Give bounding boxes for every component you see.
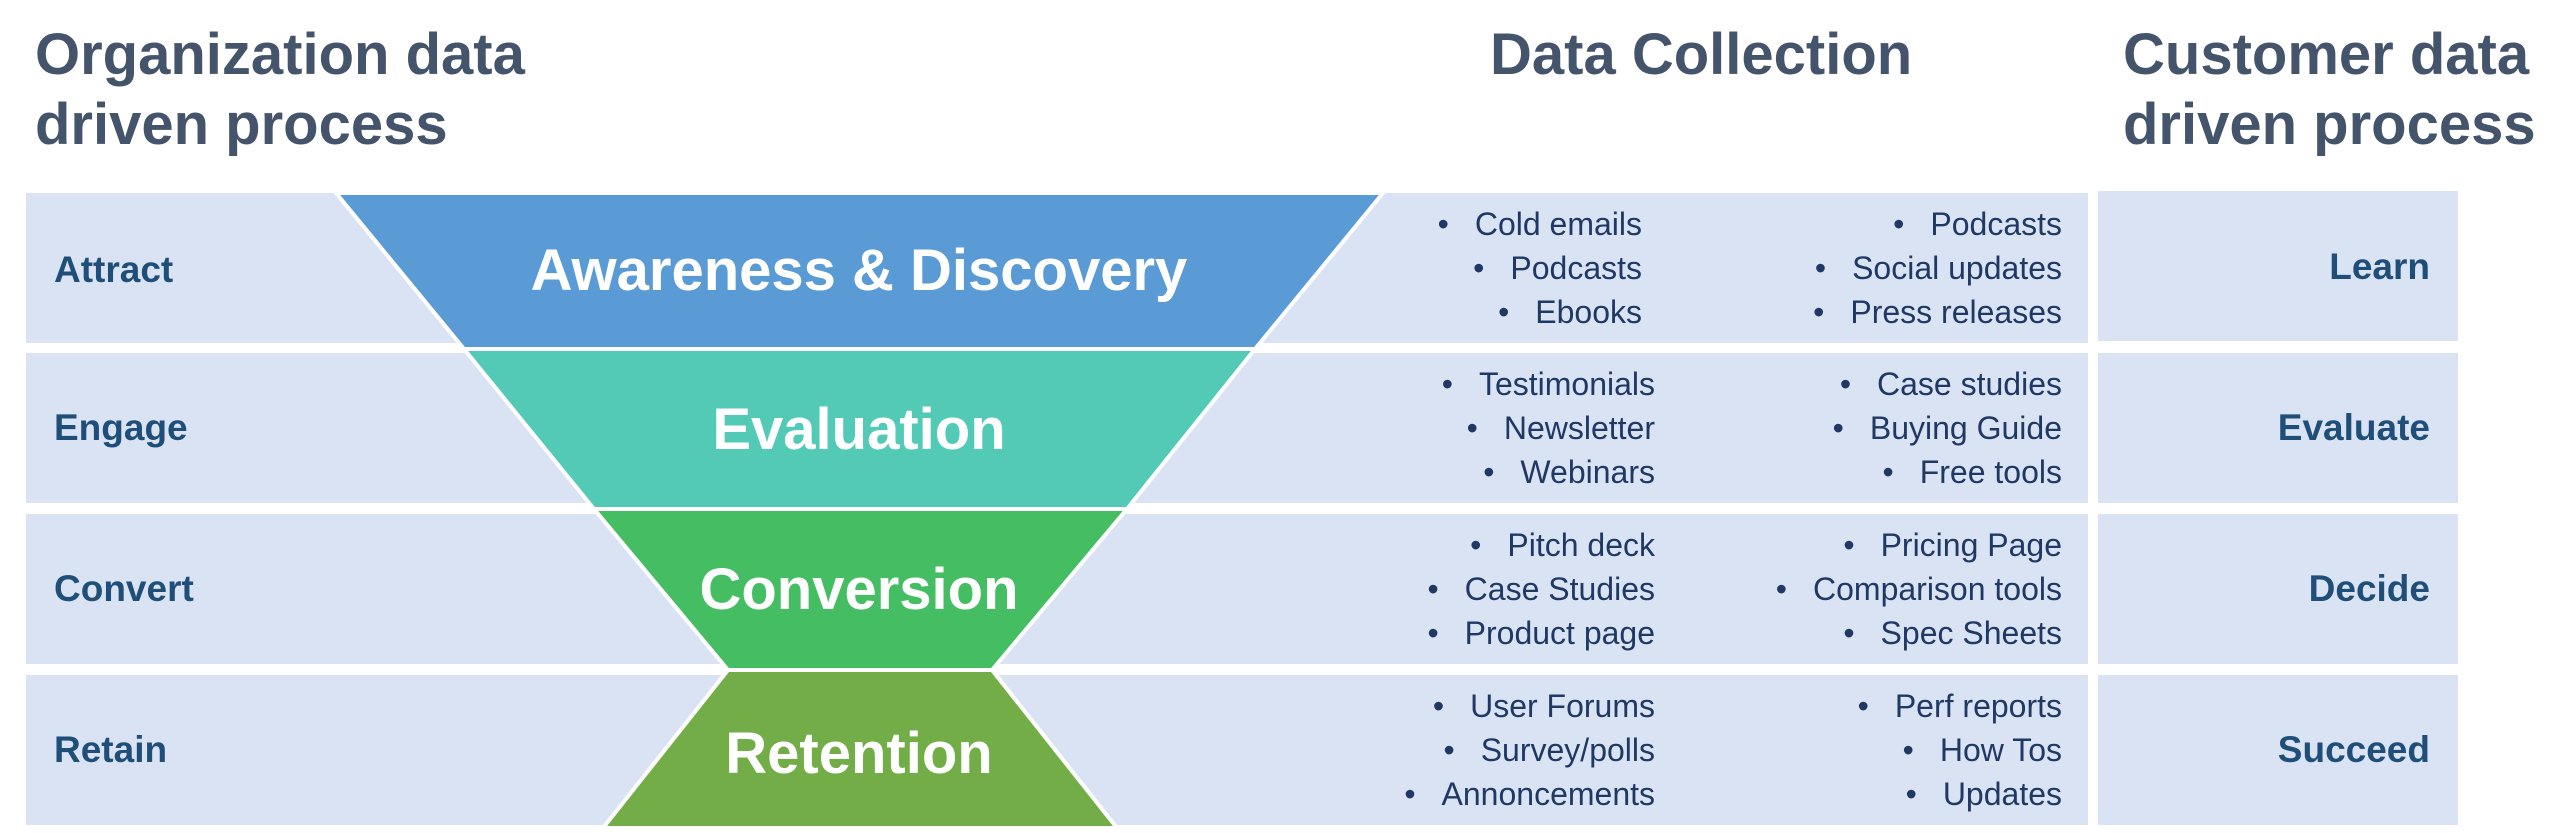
org-process-heading-line-2: driven process — [35, 92, 448, 157]
list-item: Case studies — [1833, 362, 2062, 406]
org-process-heading: Organization data driven process — [35, 20, 525, 160]
collection-list-right-attract: Podcasts Social updates Press releases — [1813, 202, 2062, 334]
list-item: Case Studies — [1427, 567, 1655, 611]
funnel-label-awareness: Awareness & Discovery — [531, 238, 1188, 303]
collection-list-right-engage: Case studies Buying Guide Free tools — [1833, 362, 2062, 494]
funnel-label-retention: Retention — [725, 721, 992, 786]
data-collection-heading: Data Collection — [1490, 22, 1913, 87]
customer-process-heading-line-2: driven process — [2123, 92, 2536, 157]
list-item: Cold emails — [1438, 202, 1642, 246]
list-item: Perf reports — [1858, 684, 2062, 728]
funnel-label-evaluation: Evaluation — [712, 397, 1005, 462]
customer-band-succeed — [2098, 675, 2458, 825]
customer-band-evaluate — [2098, 353, 2458, 503]
collection-list-left-convert: Pitch deck Case Studies Product page — [1427, 523, 1655, 655]
org-stage-convert: Convert — [54, 568, 194, 609]
list-item: Comparison tools — [1776, 567, 2062, 611]
collection-list-right-convert: Pricing Page Comparison tools Spec Sheet… — [1776, 523, 2062, 655]
collection-list-left-engage: Testimonials Newsletter Webinars — [1442, 362, 1655, 494]
list-item: Updates — [1858, 772, 2062, 816]
list-item: Free tools — [1833, 450, 2062, 494]
list-item: Press releases — [1813, 290, 2062, 334]
funnel-label-conversion: Conversion — [699, 557, 1018, 622]
list-item: How Tos — [1858, 728, 2062, 772]
list-item: Newsletter — [1442, 406, 1655, 450]
org-process-heading-line-1: Organization data — [35, 22, 525, 87]
list-item: User Forums — [1404, 684, 1655, 728]
list-item: Ebooks — [1438, 290, 1642, 334]
customer-band-learn — [2098, 191, 2458, 341]
list-item: Webinars — [1442, 450, 1655, 494]
org-stage-engage: Engage — [54, 407, 188, 448]
customer-stage-learn: Learn — [2329, 246, 2430, 287]
customer-stage-decide: Decide — [2308, 568, 2430, 609]
org-stage-retain: Retain — [54, 729, 168, 770]
list-item: Annoncements — [1404, 772, 1655, 816]
customer-band-decide — [2098, 514, 2458, 664]
customer-process-heading-line-1: Customer data — [2123, 22, 2530, 87]
collection-list-left-retain: User Forums Survey/polls Annoncements — [1404, 684, 1655, 816]
funnel-segment-retention — [601, 668, 1119, 830]
customer-process-heading: Customer data driven process — [2123, 20, 2536, 160]
collection-list-left-attract: Cold emails Podcasts Ebooks — [1438, 202, 1642, 334]
list-item: Pitch deck — [1427, 523, 1655, 567]
list-item: Testimonials — [1442, 362, 1655, 406]
list-item: Buying Guide — [1833, 406, 2062, 450]
collection-list-right-retain: Perf reports How Tos Updates — [1858, 684, 2062, 816]
list-item: Product page — [1427, 611, 1655, 655]
list-item: Pricing Page — [1776, 523, 2062, 567]
list-item: Survey/polls — [1404, 728, 1655, 772]
org-stage-attract: Attract — [54, 249, 174, 290]
list-item: Podcasts — [1438, 246, 1642, 290]
customer-stage-succeed: Succeed — [2277, 729, 2430, 770]
list-item: Spec Sheets — [1776, 611, 2062, 655]
customer-stage-evaluate: Evaluate — [2277, 407, 2430, 448]
list-item: Social updates — [1813, 246, 2062, 290]
list-item: Podcasts — [1813, 202, 2062, 246]
